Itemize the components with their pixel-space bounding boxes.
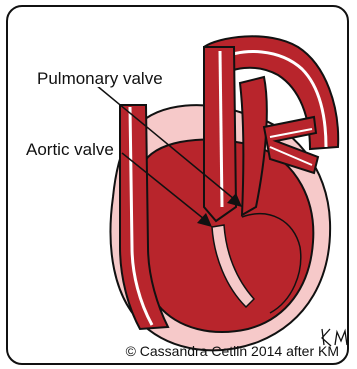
diagram-frame: Pulmonary valve Aortic valve © Cassandra… — [6, 5, 349, 365]
aortic-valve-label: Aortic valve — [25, 141, 115, 158]
copyright-credit: © Cassandra Cetlin 2014 after KM — [126, 344, 339, 358]
heart-illustration — [8, 7, 349, 365]
pulmonary-valve-label: Pulmonary valve — [36, 70, 164, 87]
ascending-aorta-wall — [220, 51, 222, 207]
